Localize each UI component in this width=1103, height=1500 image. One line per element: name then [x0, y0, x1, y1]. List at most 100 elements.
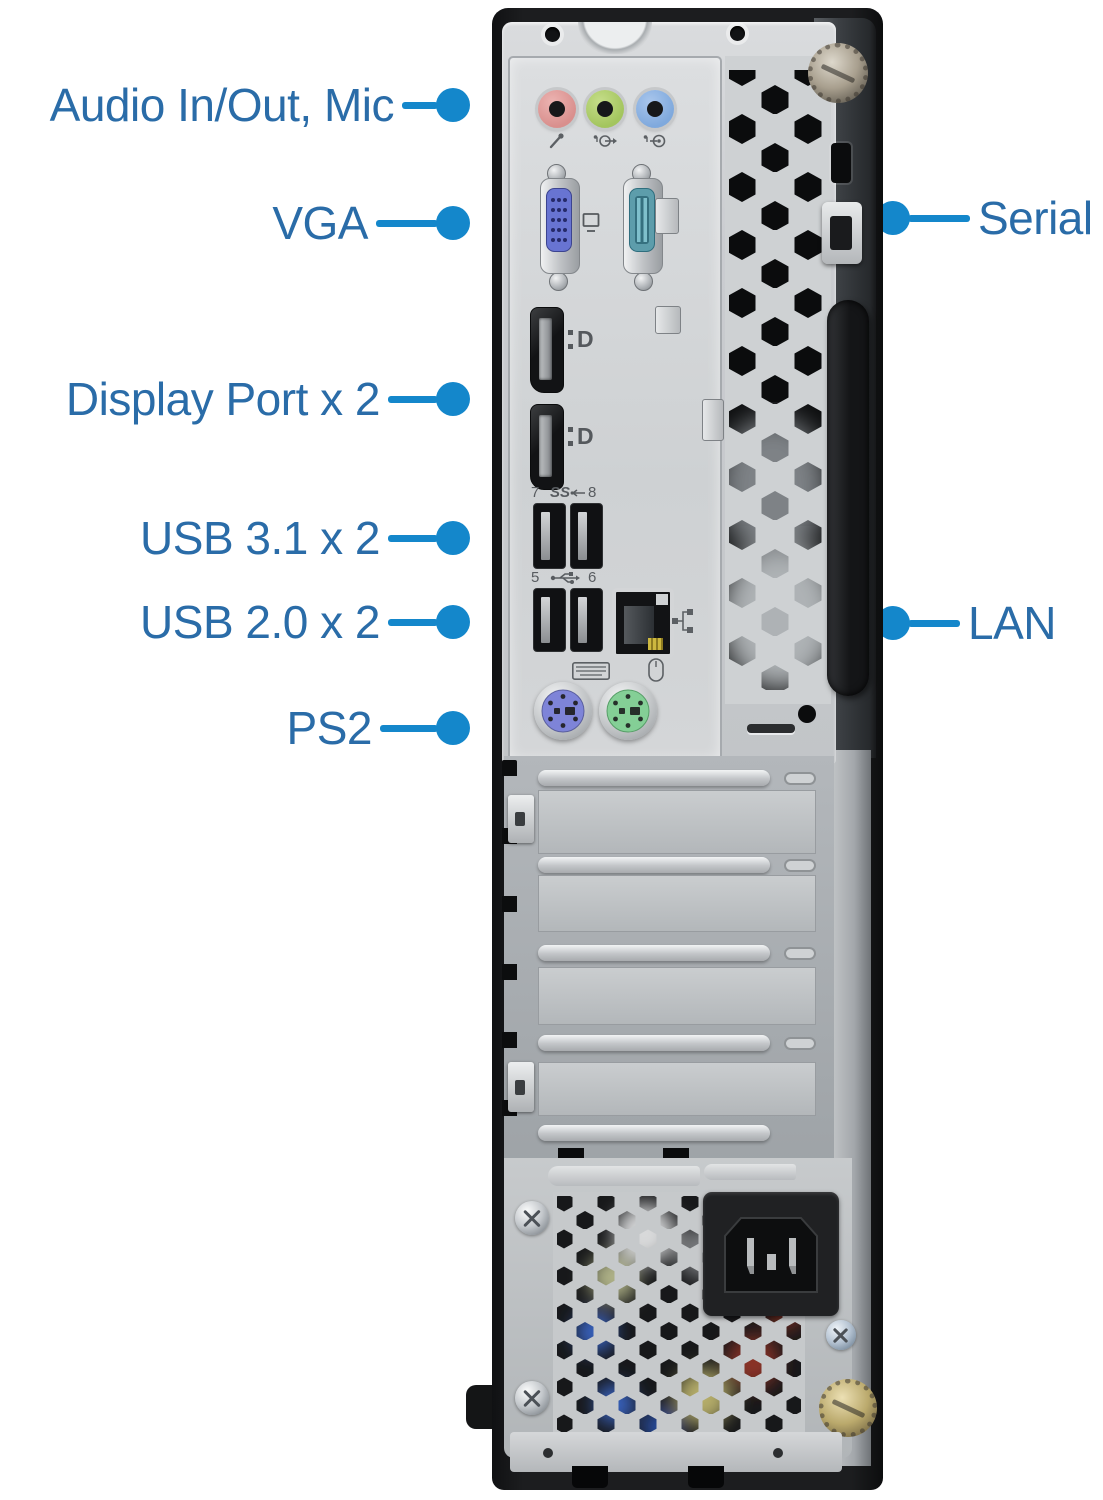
usb-trident-icon [550, 570, 580, 585]
psu-bracket [704, 1164, 796, 1180]
screw-hole [545, 27, 560, 42]
dp-slot [539, 415, 552, 477]
displayport-2 [530, 404, 564, 490]
usb-tongue [578, 512, 587, 560]
psu-screw [515, 1381, 549, 1415]
usb2-port-5 [533, 588, 566, 652]
slot-vent-pill [784, 772, 816, 785]
callout-serial: Serial [876, 187, 1093, 249]
leader-line [388, 618, 438, 626]
bottom-lip [510, 1432, 842, 1472]
lan-port [612, 588, 674, 658]
thumbscrew [819, 1379, 877, 1437]
label-usb31: USB 3.1 x 2 [140, 512, 380, 564]
usb-superspeed-icon: SS [550, 484, 586, 501]
vent-grille [725, 56, 831, 704]
slot-ridge [538, 857, 770, 873]
leader-line [388, 534, 438, 542]
line-out-jack [586, 90, 624, 128]
chassis-hole [773, 1448, 783, 1458]
lan-contacts [648, 638, 663, 650]
screw-hole [730, 26, 745, 41]
leader-dot [436, 711, 470, 745]
case-foot [466, 1385, 494, 1429]
thumbscrew [808, 43, 868, 103]
callout-usb31: USB 3.1 x 2 [140, 507, 470, 569]
slot-cover [538, 790, 816, 854]
slot-vent-pill [784, 1037, 816, 1050]
line-in-jack [636, 90, 674, 128]
ac-power-inlet [703, 1192, 839, 1316]
displayport-1 [530, 307, 564, 393]
line-in-icon [642, 132, 668, 150]
base-tab [572, 1466, 608, 1488]
ps2-mouse-port [599, 682, 657, 740]
callout-lan: LAN [876, 592, 1056, 654]
panel-clip [655, 198, 679, 234]
slot-vent-pill [784, 859, 816, 872]
label-vga: VGA [272, 197, 368, 249]
slot-ridge [538, 945, 770, 961]
line-out-icon [592, 132, 618, 150]
lan-clip-slot [656, 594, 668, 605]
leader-dot [436, 206, 470, 240]
mic-jack [538, 90, 576, 128]
leader-line [388, 395, 438, 403]
psu-screw [826, 1320, 856, 1350]
lan-module [624, 606, 654, 644]
slot-clip [508, 795, 534, 843]
leader-line [376, 219, 438, 227]
leader-dot [436, 88, 470, 122]
panel-clip [702, 399, 724, 441]
padlock-loop [822, 202, 862, 264]
label-displayport: Display Port x 2 [65, 373, 381, 425]
panel-clip [655, 306, 681, 334]
slot-vent-pill [784, 947, 816, 960]
mouse-icon [648, 658, 664, 682]
usb-port-number: 8 [588, 484, 597, 501]
vga-insert [546, 188, 572, 252]
callout-vga: VGA [272, 192, 470, 254]
network-icon [672, 608, 696, 634]
callout-audio: Audio In/Out, Mic [50, 74, 470, 136]
usb-port-number: 6 [588, 569, 597, 586]
usb3-port-7 [533, 503, 566, 569]
leader-dot [436, 521, 470, 555]
slot-cover [538, 1062, 816, 1116]
chassis-slot [747, 724, 795, 733]
base-tab [688, 1466, 724, 1488]
usb2-port-6 [570, 588, 603, 652]
monitor-icon [582, 212, 602, 234]
keyboard-icon [572, 662, 610, 680]
serial-screw-post [634, 272, 653, 291]
label-audio: Audio In/Out, Mic [49, 79, 395, 131]
leader-dot [436, 382, 470, 416]
kensington-lock-slot [831, 143, 851, 183]
label-serial: Serial [978, 192, 1093, 244]
leader-line [908, 619, 960, 627]
usb-tongue [541, 597, 550, 643]
chassis-hole [543, 1448, 553, 1458]
displayport-logo: D [568, 326, 594, 353]
psu-bracket [548, 1166, 700, 1186]
chassis-hole [798, 705, 816, 723]
slot-ridge [538, 1035, 770, 1051]
pc-rear-panel: D D 7 SS 8 5 [492, 8, 883, 1490]
slot-ridge [538, 770, 770, 786]
psu-screw [515, 1201, 549, 1235]
label-ps2: PS2 [286, 702, 373, 754]
side-handle [827, 300, 869, 696]
usb3-port-8 [570, 503, 603, 569]
leader-line [380, 724, 438, 732]
dp-slot [539, 318, 552, 380]
leader-line [402, 101, 438, 109]
usb-port-number: 7 [531, 484, 540, 501]
callout-usb20: USB 2.0 x 2 [140, 591, 470, 653]
slot-cover [538, 967, 816, 1025]
leader-dot [436, 605, 470, 639]
leader-line [908, 214, 970, 222]
callout-displayport: Display Port x 2 [66, 368, 470, 430]
io-plate: D D 7 SS 8 5 [508, 56, 724, 762]
usb-port-number: 5 [531, 569, 540, 586]
